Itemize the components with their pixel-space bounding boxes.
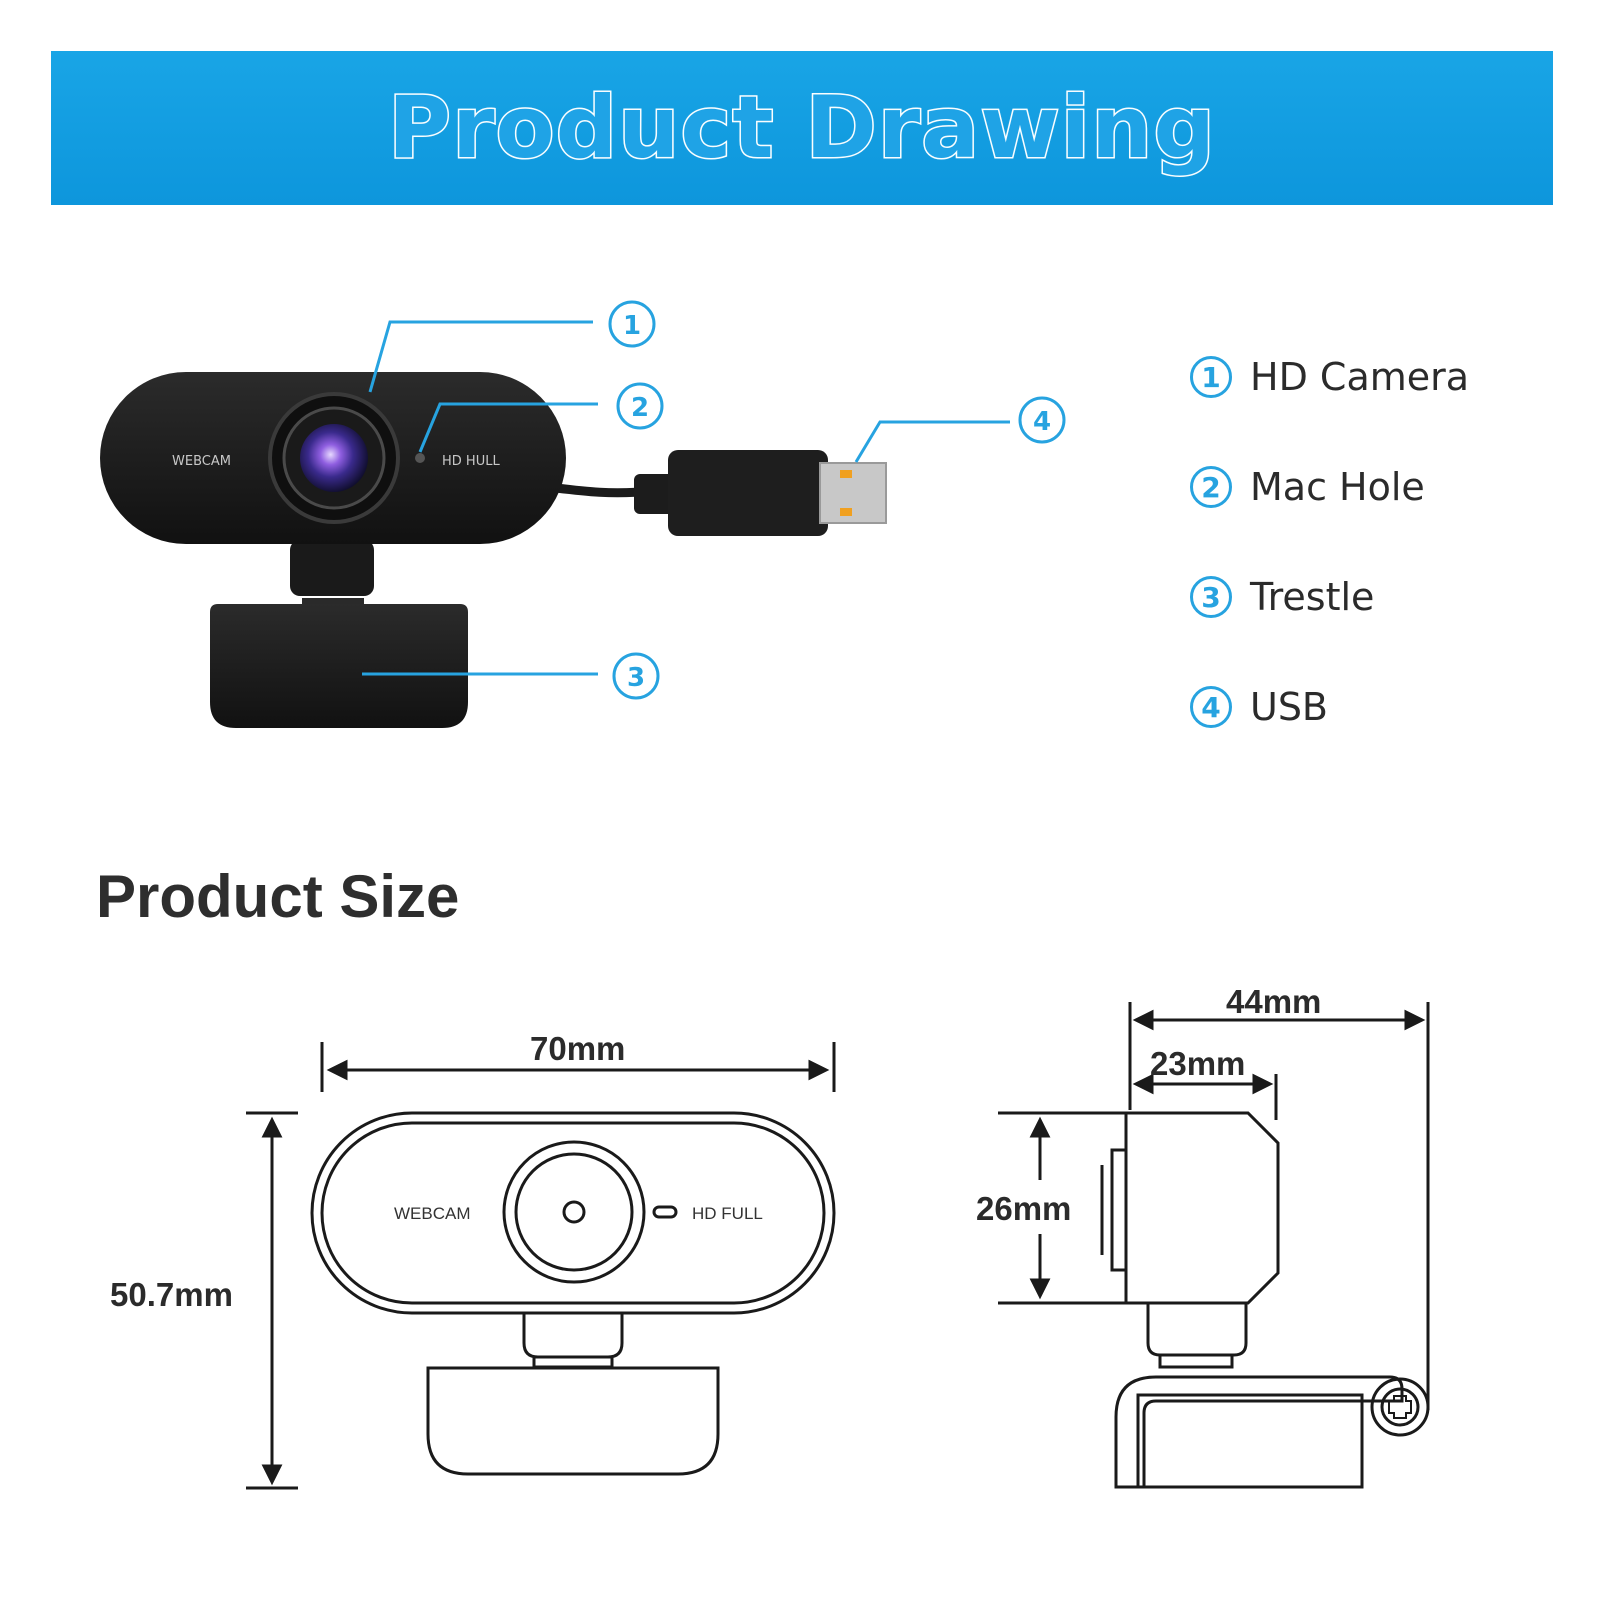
legend-number: 1: [1190, 356, 1232, 398]
front-base: [426, 1366, 720, 1476]
callout-circle-4: [1018, 396, 1066, 444]
legend-number: 2: [1190, 466, 1232, 508]
legend-item-hd-camera: 1 HD Camera: [1190, 350, 1469, 404]
usb-cable: [555, 483, 641, 498]
dimension-body-height: 26mm: [976, 1190, 1072, 1227]
title-banner: Product Drawing: [51, 51, 1553, 205]
callout-circle-3: [612, 652, 660, 700]
side-neck: [1146, 1303, 1248, 1357]
webcam-photo: 1 2 3 4 WEBCAM HD HULL: [100, 300, 1066, 728]
front-label-webcam: WEBCAM: [394, 1204, 471, 1223]
legend-label: HD Camera: [1250, 355, 1470, 399]
photo-label-webcam: WEBCAM: [172, 454, 231, 469]
cable-strain-relief: [634, 474, 674, 514]
front-dimension-lines: [246, 1042, 836, 1490]
front-label-hd: HD FULL: [692, 1204, 763, 1223]
dimension-depth-total: 44mm: [1226, 983, 1322, 1020]
side-hinge: [1370, 1377, 1430, 1437]
legend-number: 3: [1190, 576, 1232, 618]
side-body: [1124, 1111, 1280, 1305]
callout-line-4: [854, 420, 1010, 463]
stand-neck: [290, 540, 374, 596]
legend-item-trestle: 3 Trestle: [1190, 570, 1469, 624]
callout-line-1: [368, 320, 593, 393]
legend-number: 4: [1190, 686, 1232, 728]
front-mic: [652, 1205, 678, 1219]
callout-number-4: 4: [1033, 407, 1051, 437]
legend: 1 HD Camera 2 Mac Hole 3 Trestle 4 USB: [1190, 350, 1469, 790]
callout-line-2: [418, 402, 598, 453]
callout-number-3: 3: [627, 663, 645, 693]
side-lens: [1110, 1148, 1126, 1272]
section-title-product-size: Product Size: [96, 863, 460, 930]
callout-circle-2: [616, 382, 664, 430]
side-dimension-lines: [998, 1002, 1430, 1410]
usb-plug-body: [668, 450, 828, 536]
legend-item-mac-hole: 2 Mac Hole: [1190, 460, 1469, 514]
mic-hole: [415, 453, 425, 463]
front-body-inner: [320, 1121, 826, 1305]
front-lens-center: [562, 1200, 586, 1224]
callout-number-1: 1: [623, 311, 641, 341]
photo-label-hd: HD HULL: [442, 454, 500, 469]
dimension-width: 70mm: [530, 1030, 626, 1067]
front-view-drawing: [310, 1111, 836, 1476]
usb-connector: [819, 462, 887, 524]
dimension-depth-body: 23mm: [1150, 1045, 1246, 1082]
side-trestle: [1114, 1375, 1404, 1489]
lens: [300, 424, 368, 492]
callout-number-2: 2: [631, 393, 649, 423]
side-view-drawing: [1100, 1111, 1430, 1489]
legend-item-usb: 4 USB: [1190, 680, 1469, 734]
front-body-outer: [310, 1111, 836, 1315]
dimension-height: 50.7mm: [110, 1276, 233, 1313]
callout-circle-1: [608, 300, 656, 348]
banner-title: Product Drawing: [387, 77, 1217, 180]
front-lens-outer: [502, 1140, 646, 1284]
trestle-base: [210, 604, 468, 728]
legend-label: Mac Hole: [1250, 465, 1425, 509]
front-neck: [522, 1313, 624, 1359]
legend-label: Trestle: [1250, 575, 1375, 619]
legend-label: USB: [1250, 685, 1329, 729]
